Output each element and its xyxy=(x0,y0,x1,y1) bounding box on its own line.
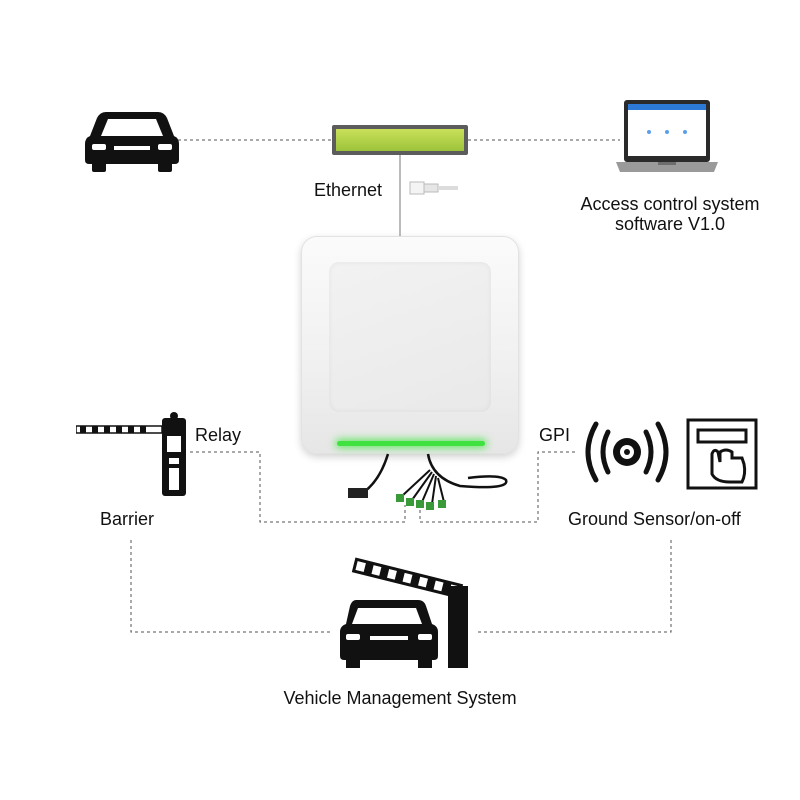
ethernet-label: Ethernet xyxy=(314,180,383,200)
ground-sensor-icon xyxy=(585,421,669,483)
barrier-gate-icon xyxy=(76,412,186,496)
link-gpi xyxy=(419,451,575,523)
rj45-plug-icon xyxy=(409,181,458,195)
relay-label: Relay xyxy=(195,425,242,445)
network-switch-icon xyxy=(332,125,468,155)
touch-button-icon xyxy=(686,418,758,490)
barrier-label: Barrier xyxy=(100,509,155,529)
link-barrier-vms xyxy=(130,540,332,633)
ground-sensor-label: Ground Sensor/on-off xyxy=(568,509,741,529)
access-control-label-line2: software V1.0 xyxy=(614,214,726,234)
gpi-label: GPI xyxy=(539,425,571,445)
parking-gate-car-icon xyxy=(340,557,468,668)
access-control-label: Access control system software V1.0 xyxy=(565,194,775,234)
car-icon xyxy=(85,112,179,172)
link-sensor-vms xyxy=(476,540,672,633)
link-relay xyxy=(190,451,406,523)
reader-cables xyxy=(348,453,508,510)
rfid-reader-icon xyxy=(301,236,519,454)
vehicle-management-label: Vehicle Management System xyxy=(283,688,517,708)
laptop-icon xyxy=(616,100,718,172)
access-control-label-line1: Access control system xyxy=(580,194,760,214)
